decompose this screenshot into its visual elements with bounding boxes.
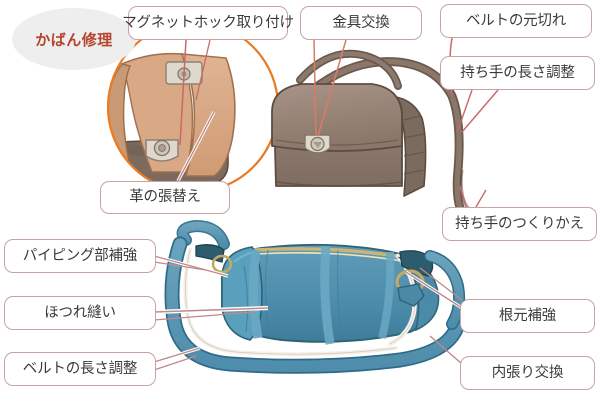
callout-belt-length[interactable]: ベルトの長さ調整 <box>4 352 156 386</box>
leader-fray-2 <box>153 311 255 321</box>
brown-shoulder-bag <box>271 39 521 227</box>
leader-handle-remake <box>459 185 467 208</box>
leader-piping-2 <box>153 261 207 271</box>
leader-root-reinforce <box>405 271 463 309</box>
leader-leather-replace <box>177 111 215 182</box>
leader-handle-length <box>461 89 499 133</box>
leader-belt-length-2 <box>153 355 197 371</box>
leader-piping <box>153 255 229 277</box>
blue-boston-bag <box>164 219 466 374</box>
callout-leather-replace[interactable]: 革の張替え <box>100 181 230 214</box>
leader-handle-remake-2 <box>475 189 487 208</box>
callout-magnet-hook[interactable]: マグネットホック取り付け <box>122 6 294 40</box>
leader-belt-length <box>153 347 201 363</box>
callout-handle-length[interactable]: 持ち手の長さ調整 <box>440 56 595 90</box>
title-bubble <box>12 8 136 70</box>
callout-handle-remake[interactable]: 持ち手のつくりかえ <box>442 207 597 241</box>
page-title: かばん修理 <box>35 30 113 49</box>
callout-belt-base-tear[interactable]: ベルトの元切れ <box>440 4 592 38</box>
leader-root-reinforce-2 <box>419 267 463 301</box>
callout-metal-fitting[interactable]: 金具交換 <box>300 6 422 40</box>
callout-piping-reinforce[interactable]: パイピング部補強 <box>4 239 156 273</box>
callout-fray-stitch[interactable]: ほつれ縫い <box>4 296 156 330</box>
leader-fray <box>153 307 269 313</box>
leader-lining-replace <box>429 335 463 365</box>
callout-lining-replace[interactable]: 内張り交換 <box>460 356 595 390</box>
leader-magnet-hook <box>179 39 187 146</box>
callout-root-reinforce[interactable]: 根元補強 <box>460 299 595 333</box>
leader-magnet-hook-2 <box>195 39 211 101</box>
leader-handle-length-2 <box>457 89 473 131</box>
